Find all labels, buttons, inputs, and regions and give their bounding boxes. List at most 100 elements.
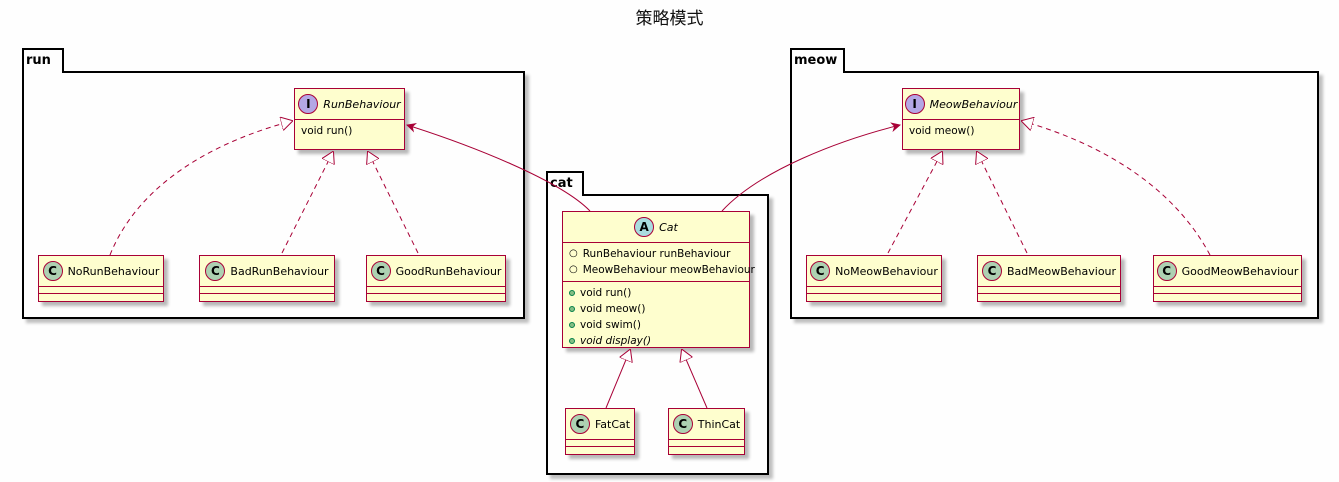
class-fat-cat[interactable]: C FatCat <box>565 408 635 455</box>
edge-badmeow-realization <box>977 152 1028 254</box>
class-badge-icon: C <box>569 414 590 434</box>
class-name: BadMeowBehaviour <box>1006 264 1117 278</box>
edge-goodrun-realization <box>368 152 419 254</box>
method-text: void swim() <box>580 319 641 331</box>
interface-badge-icon: I <box>298 94 319 114</box>
methods-section: void run() <box>295 119 404 142</box>
methods-section <box>39 293 163 300</box>
field: ○ RunBehaviour runBehaviour <box>569 246 743 262</box>
class-no-meow-behaviour[interactable]: C NoMeowBehaviour <box>806 255 942 302</box>
methods-section <box>200 293 334 300</box>
class-name: GoodMeowBehaviour <box>1181 264 1299 278</box>
class-badge-icon: C <box>370 261 391 281</box>
method: void run() <box>569 285 743 301</box>
diagram-title: 策略模式 <box>635 9 704 29</box>
class-header: C ThinCat <box>669 409 744 439</box>
class-header: I RunBehaviour <box>295 89 404 119</box>
class-good-run-behaviour[interactable]: C GoodRunBehaviour <box>366 255 506 302</box>
fields-section <box>39 286 163 293</box>
edge-cat-runbehaviour-association <box>406 122 591 212</box>
abstract-method-text: void display() <box>580 335 652 347</box>
fields-section <box>367 286 505 293</box>
class-run-behaviour[interactable]: I RunBehaviour void run() <box>294 88 405 150</box>
class-name: RunBehaviour <box>323 97 401 111</box>
method: void display() <box>569 333 743 349</box>
method: void swim() <box>569 317 743 333</box>
public-visibility-icon: ○ <box>569 248 578 259</box>
class-badge-icon: C <box>1156 261 1177 281</box>
public-visibility-icon <box>569 322 575 328</box>
fields-section <box>807 286 941 293</box>
class-name: ThinCat <box>697 417 741 431</box>
abstract-badge-icon: A <box>634 217 655 237</box>
class-header: C BadRunBehaviour <box>200 256 334 286</box>
class-header: C NoMeowBehaviour <box>807 256 941 286</box>
edge-badrun-realization <box>281 152 333 254</box>
class-bad-run-behaviour[interactable]: C BadRunBehaviour <box>199 255 335 302</box>
package-cat-tab: cat <box>546 171 584 196</box>
public-visibility-icon <box>569 338 575 344</box>
class-meow-behaviour[interactable]: I MeowBehaviour void meow() <box>902 88 1020 150</box>
fields-section <box>200 286 334 293</box>
method: void meow() <box>909 125 975 137</box>
method: void run() <box>301 125 353 137</box>
class-bad-meow-behaviour[interactable]: C BadMeowBehaviour <box>977 255 1121 302</box>
fields-section <box>566 439 634 446</box>
fields-section <box>669 439 744 446</box>
class-badge-icon: C <box>205 261 226 281</box>
class-cat[interactable]: A Cat ○ RunBehaviour runBehaviour ○ MeowBe… <box>562 211 755 348</box>
public-visibility-icon: ○ <box>569 264 578 275</box>
fields-section <box>978 286 1120 293</box>
methods-section <box>566 446 634 453</box>
class-badge-icon: C <box>672 414 693 434</box>
public-visibility-icon <box>569 306 575 312</box>
field: ○ MeowBehaviour meowBehaviour <box>569 262 755 278</box>
methods-section <box>669 446 744 453</box>
public-visibility-icon <box>569 290 575 296</box>
edge-cat-meowbehaviour-association <box>721 122 901 212</box>
field-text: MeowBehaviour meowBehaviour <box>582 264 755 276</box>
fields-section: ○ RunBehaviour runBehaviour ○ MeowBehaviou… <box>563 242 755 281</box>
methods-section <box>367 293 505 300</box>
methods-section <box>807 293 941 300</box>
class-header: C NoRunBehaviour <box>39 256 163 286</box>
class-good-meow-behaviour[interactable]: C GoodMeowBehaviour <box>1153 255 1302 302</box>
edge-thincat-generalization <box>682 350 708 409</box>
class-header: C GoodMeowBehaviour <box>1154 256 1301 286</box>
field-text: RunBehaviour runBehaviour <box>582 248 731 260</box>
methods-section: void run() void meow() void swim() void … <box>563 281 749 352</box>
class-thin-cat[interactable]: C ThinCat <box>668 408 745 455</box>
class-header: C GoodRunBehaviour <box>367 256 505 286</box>
package-meow-tab: meow <box>790 48 845 73</box>
class-name: BadRunBehaviour <box>230 264 329 278</box>
class-name: FatCat <box>594 417 631 431</box>
edge-fatcat-generalization <box>605 350 630 409</box>
class-badge-icon: C <box>810 261 831 281</box>
class-name: Cat <box>659 220 678 234</box>
method: void meow() <box>569 301 743 317</box>
package-run-tab: run <box>22 48 64 73</box>
edge-nomeow-realization <box>887 152 942 254</box>
fields-section <box>1154 286 1301 293</box>
class-header: A Cat <box>563 212 749 242</box>
methods-section: void meow() <box>903 119 1019 142</box>
methods-section <box>978 293 1120 300</box>
edge-goodmeow-realization <box>1022 121 1211 256</box>
interface-badge-icon: I <box>904 94 925 114</box>
class-name: MeowBehaviour <box>929 97 1018 111</box>
class-header: C BadMeowBehaviour <box>978 256 1120 286</box>
class-no-run-behaviour[interactable]: C NoRunBehaviour <box>38 255 164 302</box>
class-header: C FatCat <box>566 409 634 439</box>
class-header: I MeowBehaviour <box>903 89 1019 119</box>
method-text: void meow() <box>580 303 646 315</box>
methods-section <box>1154 293 1301 300</box>
class-badge-icon: C <box>981 261 1002 281</box>
class-badge-icon: C <box>42 261 63 281</box>
edge-norun-realization <box>109 121 292 256</box>
class-name: NoRunBehaviour <box>67 264 160 278</box>
class-name: GoodRunBehaviour <box>395 264 502 278</box>
class-name: NoMeowBehaviour <box>835 264 938 278</box>
method-text: void run() <box>580 287 632 299</box>
